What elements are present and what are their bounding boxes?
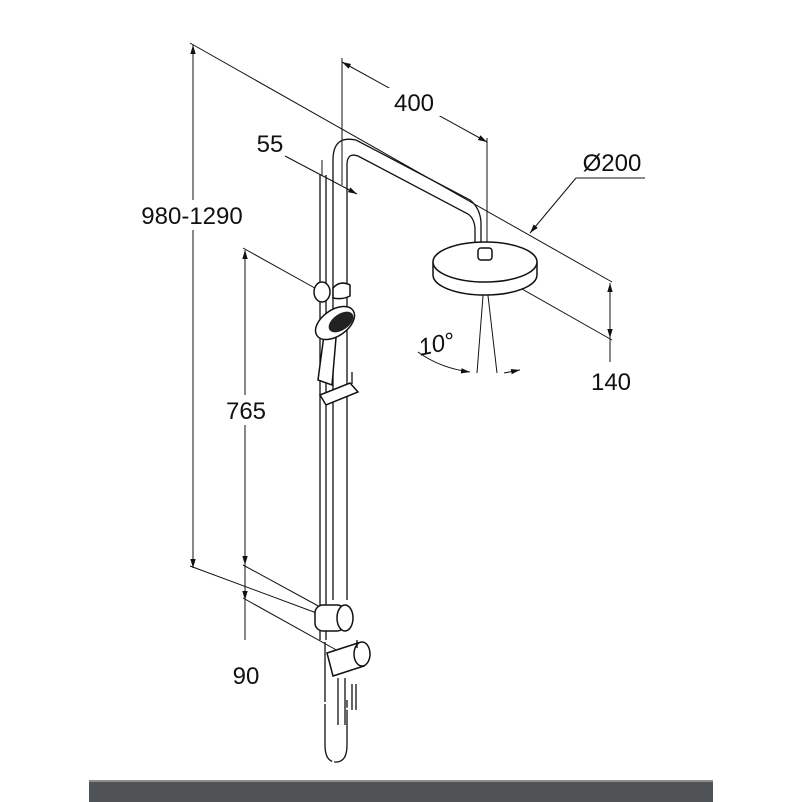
label-tilt-angle: 10° [416, 328, 458, 362]
dimension-arm-reach: 400 [341, 58, 488, 250]
label-wall-distance: 55 [257, 131, 284, 158]
bottom-bar [89, 780, 713, 802]
label-head-height: 140 [591, 369, 631, 396]
dimension-slide-rail: 765 [222, 247, 323, 609]
dimension-bottom-offset: 90 [233, 565, 341, 690]
riser-pipe [319, 138, 482, 640]
label-bottom-offset: 90 [233, 663, 260, 690]
label-total-height: 980-1290 [141, 203, 242, 230]
label-arm-reach: 400 [394, 90, 434, 117]
label-head-diameter: Ø200 [583, 150, 642, 177]
shower-head [432, 241, 538, 296]
dimension-head-diameter: Ø200 [529, 150, 645, 234]
dimension-total-height: 980-1290 [132, 42, 613, 619]
dimension-head-height: 140 [484, 267, 631, 396]
diverter-mixer [314, 604, 371, 763]
dimension-wall-distance: 55 [257, 131, 358, 195]
hand-shower [313, 281, 360, 406]
label-slide-rail: 765 [226, 398, 266, 425]
